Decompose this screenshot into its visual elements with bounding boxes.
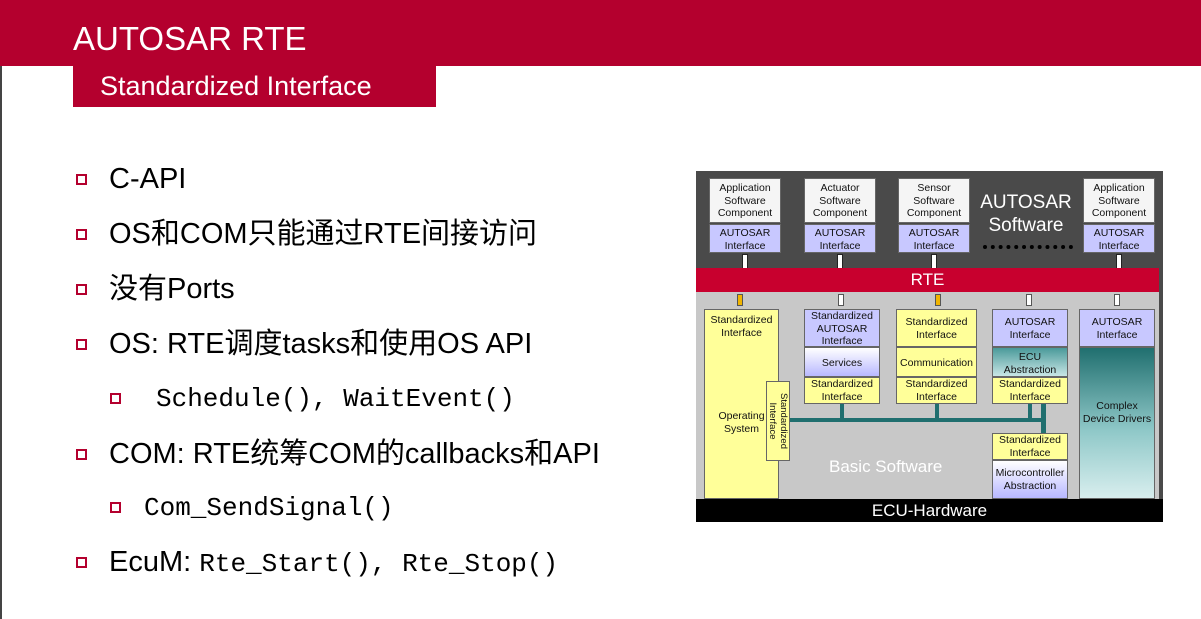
os-standardized-interface: Standardized Interface <box>710 314 773 339</box>
double-arrow-icon <box>935 294 941 306</box>
bullet-square-icon <box>110 502 121 513</box>
services-lower-interface: Standardized Interface <box>804 377 880 404</box>
operating-system-label: Operating System <box>718 410 765 435</box>
bullet-square-icon <box>76 339 87 350</box>
swc-interface-3: AUTOSAR Interface <box>898 224 970 253</box>
swc-rte-connector <box>1116 254 1122 269</box>
services-block: Services <box>804 347 880 377</box>
bullet-square-icon <box>76 284 87 295</box>
subtitle-box: Standardized Interface <box>73 66 436 107</box>
bullet-square-icon <box>110 393 121 404</box>
ecu-abstraction-link <box>1028 404 1032 418</box>
swc-actuator: Actuator Software Component <box>804 178 876 223</box>
double-arrow-icon <box>737 294 743 306</box>
swc-interface-1: AUTOSAR Interface <box>709 224 781 253</box>
ecu-hardware-layer: ECU-Hardware <box>696 499 1163 522</box>
bullet-square-icon <box>76 174 87 185</box>
slide-subtitle: Standardized Interface <box>100 71 372 101</box>
swc-rte-connector <box>742 254 748 269</box>
bullet-square-icon <box>76 229 87 240</box>
basic-software-label: Basic Software <box>829 457 943 476</box>
swc-interface-2: AUTOSAR Interface <box>804 224 876 253</box>
swc-application-1: Application Software Component <box>709 178 781 223</box>
rte-layer: RTE <box>696 268 1159 292</box>
services-link <box>840 404 844 418</box>
cdd-interface: AUTOSAR Interface <box>1079 309 1155 347</box>
swc-application-2: Application Software Component <box>1083 178 1155 223</box>
swc-rte-connector <box>837 254 843 269</box>
bsw-connection-line <box>790 418 1042 422</box>
bullet-text: OS和COM只能通过RTE间接访问 <box>109 218 538 250</box>
bullet-text: COM: RTE统筹COM的callbacks和API <box>109 438 600 470</box>
sub-bullet-code: Com_SendSignal() <box>144 493 394 523</box>
bullet-text-prefix: EcuM: <box>109 546 200 578</box>
ellipsis-dots <box>983 245 1073 249</box>
bullet-square-icon <box>76 557 87 568</box>
title-bar: AUTOSAR RTE <box>0 0 1201 66</box>
double-arrow-icon <box>1026 294 1032 306</box>
ecu-abstraction-block: ECU Abstraction <box>992 347 1068 377</box>
swc-rte-connector <box>931 254 937 269</box>
bullet-code: Rte_Start(), Rte_Stop() <box>199 549 559 579</box>
ecu-abstraction-lower-interface: Standardized Interface <box>992 377 1068 404</box>
autosar-architecture-diagram: Application Software Component AUTOSAR I… <box>696 171 1163 522</box>
communication-lower-interface: Standardized Interface <box>896 377 977 404</box>
double-arrow-icon <box>838 294 844 306</box>
services-interface: Standardized AUTOSAR Interface <box>804 309 880 347</box>
bullet-text: 没有Ports <box>109 273 235 305</box>
communication-interface: Standardized Interface <box>896 309 977 347</box>
bullet-text: OS: RTE调度tasks和使用OS API <box>109 328 533 360</box>
page-left-border <box>0 0 2 619</box>
bullet-text: C-API <box>109 163 187 195</box>
ecu-abstraction-interface: AUTOSAR Interface <box>992 309 1068 347</box>
cdd-label: Complex Device Drivers <box>1082 400 1152 425</box>
communication-block: Communication <box>896 347 977 377</box>
mcal-link <box>1041 404 1046 433</box>
bullet-text: EcuM: Rte_Start(), Rte_Stop() <box>109 544 558 582</box>
mcal-interface: Standardized Interface <box>992 433 1068 460</box>
mcal-block: Microcontroller Abstraction <box>992 460 1068 499</box>
slide-title: AUTOSAR RTE <box>73 20 307 57</box>
os-side-interface-label: Standardized Interface <box>767 393 789 449</box>
communication-link <box>935 404 939 418</box>
cdd-block: Complex Device Drivers <box>1079 347 1155 499</box>
bullet-square-icon <box>76 449 87 460</box>
swc-sensor: Sensor Software Component <box>898 178 970 223</box>
basic-software-layer: Standardized Interface Operating System … <box>696 292 1159 499</box>
swc-interface-4: AUTOSAR Interface <box>1083 224 1155 253</box>
sub-bullet-code: Schedule(), WaitEvent() <box>156 384 515 414</box>
autosar-software-label: AUTOSAR Software <box>980 192 1072 236</box>
double-arrow-icon <box>1114 294 1120 306</box>
os-side-interface-block: Standardized Interface <box>766 381 790 461</box>
